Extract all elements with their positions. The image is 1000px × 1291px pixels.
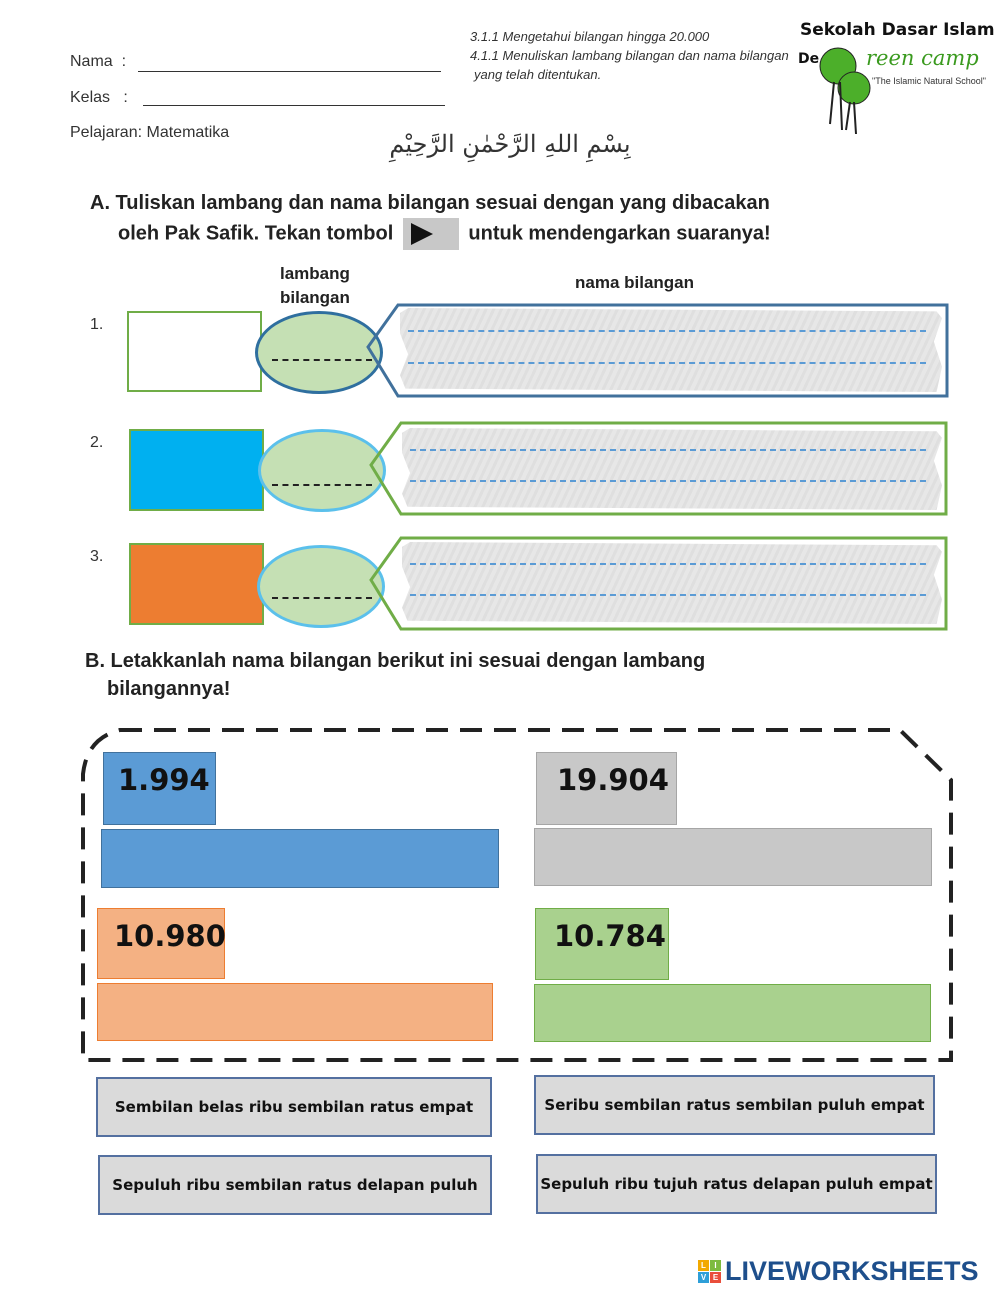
nama-frame [366, 303, 949, 398]
answer-card[interactable]: Sepuluh ribu tujuh ratus delapan puluh e… [536, 1154, 937, 1214]
number-label: 19.904 [536, 752, 677, 825]
objective-3: yang telah ditentukan. [474, 67, 602, 82]
write-line [410, 449, 926, 451]
number-label: 10.784 [535, 908, 669, 980]
nama-input-line[interactable] [138, 71, 441, 72]
col-nama-header: nama bilangan [575, 273, 695, 292]
section-b-instruction-2: bilangannya! [107, 678, 231, 700]
write-line [272, 484, 372, 486]
number-label: 1.994 [103, 752, 216, 825]
school-brand: reen camp [866, 46, 979, 70]
nama-label: Nama : [70, 53, 127, 70]
bismillah-calligraphy: بِسْمِ اللهِ الرَّحْمٰنِ الرَّحِيْمِ [389, 130, 631, 158]
row-number: 3. [90, 548, 104, 565]
row-number: 1. [90, 316, 104, 333]
answer-card[interactable]: Seribu sembilan ratus sembilan puluh emp… [534, 1075, 935, 1135]
row-number: 2. [90, 434, 104, 451]
liveworksheets-logo: L I V E LIVEWORKSHEETS [698, 1256, 979, 1287]
drop-target[interactable] [101, 829, 499, 888]
lambang-answer-box[interactable] [129, 543, 264, 625]
nama-answer-field[interactable] [402, 428, 942, 510]
objective-2: 4.1.1 Menuliskan lambang bilangan dan na… [470, 48, 789, 63]
write-line [408, 362, 926, 364]
nama-answer-field[interactable] [402, 542, 942, 624]
lambang-oval[interactable] [255, 311, 383, 394]
nama-frame [369, 536, 948, 631]
live-blocks-icon: L I V E [698, 1260, 721, 1283]
write-line [410, 480, 926, 482]
nama-answer-field[interactable] [400, 308, 942, 392]
objective-1: 3.1.1 Mengetahui bilangan hingga 20.000 [470, 29, 710, 44]
number-label: 10.980 [97, 908, 226, 979]
dropzone-dashed-border [81, 728, 953, 1062]
pelajaran-label: Pelajaran: Matematika [70, 124, 230, 141]
liveworksheets-wordmark: LIVEWORKSHEETS [725, 1256, 979, 1286]
drop-target[interactable] [534, 984, 931, 1042]
tree-icon [819, 47, 871, 135]
answer-card[interactable]: Sepuluh ribu sembilan ratus delapan pulu… [98, 1155, 492, 1215]
write-line [410, 563, 926, 565]
play-icon[interactable] [402, 218, 459, 250]
nama-frame [369, 421, 948, 516]
school-tagline: "The Islamic Natural School" [872, 76, 986, 86]
school-logo: Sekolah Dasar Islam De reen camp "The Is… [798, 18, 998, 138]
lambang-answer-box[interactable] [127, 311, 262, 392]
drop-target[interactable] [534, 828, 932, 886]
answer-card[interactable]: Sembilan belas ribu sembilan ratus empat [96, 1077, 492, 1137]
write-line [410, 594, 926, 596]
kelas-label: Kelas : [70, 89, 128, 106]
school-prefix: De [798, 51, 820, 67]
school-name: Sekolah Dasar Islam [800, 20, 995, 40]
section-a-instruction-2: oleh Pak Safik. Tekan tombol untuk mende… [118, 218, 771, 250]
kelas-input-line[interactable] [143, 105, 445, 106]
write-line [272, 597, 372, 599]
write-line [408, 330, 926, 332]
lambang-answer-box[interactable] [129, 429, 264, 511]
lambang-oval[interactable] [258, 429, 386, 512]
section-a-instruction-1: A. Tuliskan lambang dan nama bilangan se… [90, 192, 770, 214]
lambang-oval[interactable] [257, 545, 385, 628]
drop-target[interactable] [97, 983, 493, 1041]
section-b-instruction-1: B. Letakkanlah nama bilangan berikut ini… [85, 650, 706, 672]
write-line [272, 359, 372, 361]
